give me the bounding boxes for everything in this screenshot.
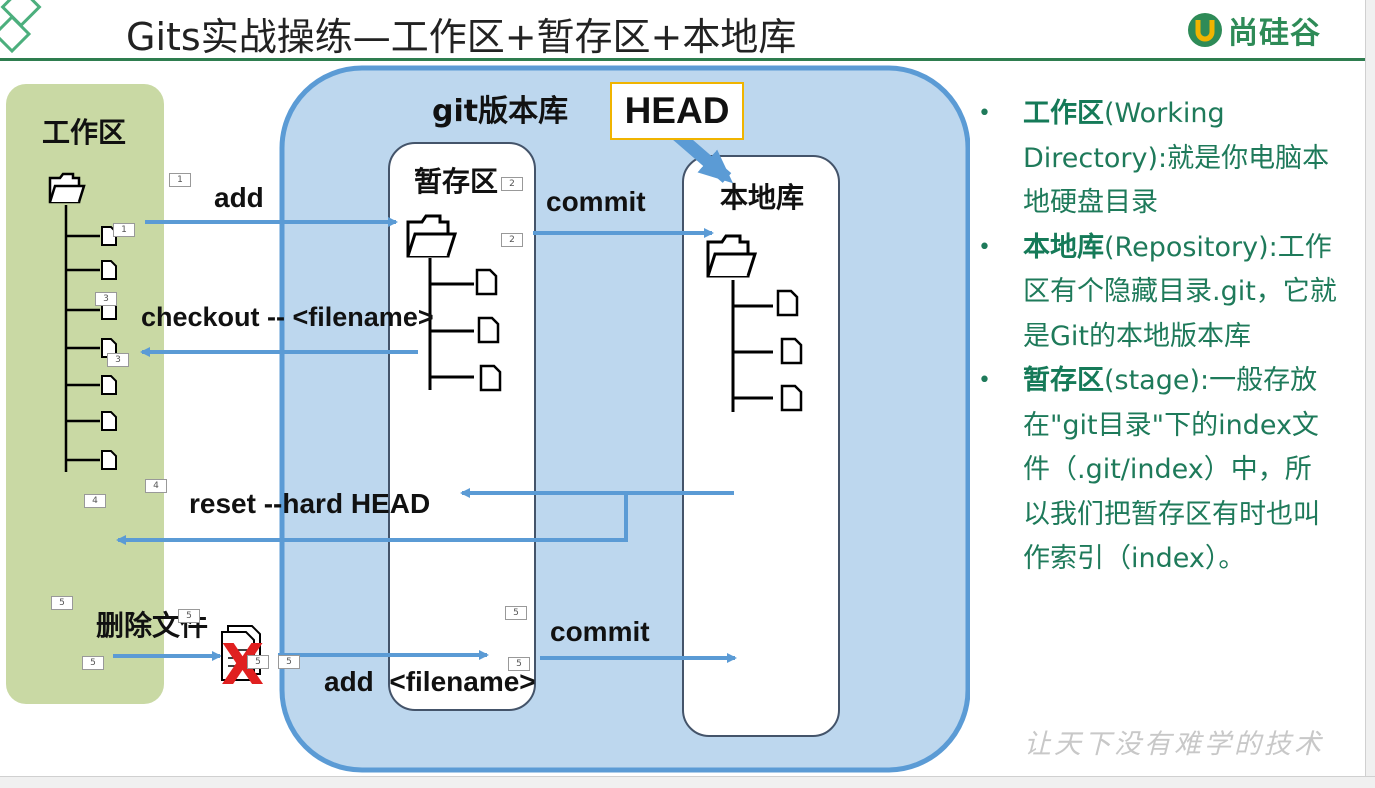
- step-tag: 5: [51, 596, 73, 610]
- local-repo-file-tree: [706, 234, 803, 412]
- git-areas-diagram: X: [6, 65, 970, 773]
- bullet-term: 本地库: [1023, 231, 1104, 263]
- list-item: 本地库(Repository):工作区有个隐藏目录.git，它就是Git的本地版…: [978, 226, 1338, 360]
- bullet-term: 暂存区: [1023, 365, 1104, 396]
- local-repo-label: 本地库: [720, 181, 805, 214]
- step-tag: 3: [107, 353, 129, 367]
- commit-top-label: commit: [546, 186, 646, 217]
- repo-panel: [279, 65, 970, 773]
- bullet-text: (Working Directory):就是你电脑本地硬盘目录: [1023, 98, 1330, 218]
- window-edge-bottom: [0, 776, 1375, 788]
- local-repo-box: [682, 155, 840, 737]
- bullet-text: (Repository):工作区有个隐藏目录.git，它就是Git的本地版本库: [1023, 231, 1337, 352]
- brand-logo: 尚硅谷: [1186, 8, 1321, 52]
- step-tag: 5: [178, 609, 200, 623]
- add-filename-label: add <filename>: [324, 666, 536, 697]
- add-label: add: [214, 182, 264, 213]
- step-tag: 5: [278, 655, 300, 669]
- workspace-label: 工作区: [42, 116, 127, 149]
- reset-label: reset --hard HEAD: [189, 488, 431, 519]
- step-tag: 2: [501, 177, 523, 191]
- step-tag: 5: [247, 655, 269, 669]
- repo-label: git版本库: [432, 94, 569, 129]
- bullet-text: (stage):一般存放在"git目录"下的index文件（.git/index…: [1023, 365, 1320, 574]
- brand-u-icon: [1188, 13, 1222, 47]
- step-tag: 4: [145, 479, 167, 493]
- workspace-file-tree: [48, 172, 117, 472]
- slogan: 让天下没有难学的技术: [1024, 729, 1324, 760]
- stage-box: [388, 142, 536, 711]
- brand-name: 尚硅谷: [1228, 16, 1321, 51]
- corner-logo-icon: [0, 0, 60, 58]
- step-tag: 3: [95, 292, 117, 306]
- workspace-panel: [6, 84, 164, 704]
- slide-title: Gits实战操练—工作区+暂存区+本地库: [126, 15, 797, 59]
- step-tag: 5: [505, 606, 527, 620]
- bullet-term: 工作区: [1023, 98, 1104, 129]
- step-tag: 5: [508, 657, 530, 671]
- step-tag: 1: [169, 173, 191, 187]
- head-box: HEAD: [610, 82, 744, 140]
- reset-arrow-lower: [116, 493, 628, 545]
- window-edge-right: [1365, 0, 1375, 787]
- checkout-label: checkout -- <filename>: [141, 302, 434, 332]
- step-tag: 4: [84, 494, 106, 508]
- step-tag: 2: [501, 233, 523, 247]
- list-item: 工作区(Working Directory):就是你电脑本地硬盘目录: [978, 92, 1338, 226]
- step-tag: 5: [82, 656, 104, 670]
- definition-list: 工作区(Working Directory):就是你电脑本地硬盘目录 本地库(R…: [978, 92, 1338, 582]
- stage-file-tree: [406, 214, 502, 392]
- commit-bottom-label: commit: [550, 616, 650, 647]
- head-label: HEAD: [624, 90, 730, 131]
- stage-label: 暂存区: [414, 165, 499, 198]
- list-item: 暂存区(stage):一般存放在"git目录"下的index文件（.git/in…: [978, 359, 1338, 582]
- title-divider: [0, 58, 1365, 61]
- step-tag: 1: [113, 223, 135, 237]
